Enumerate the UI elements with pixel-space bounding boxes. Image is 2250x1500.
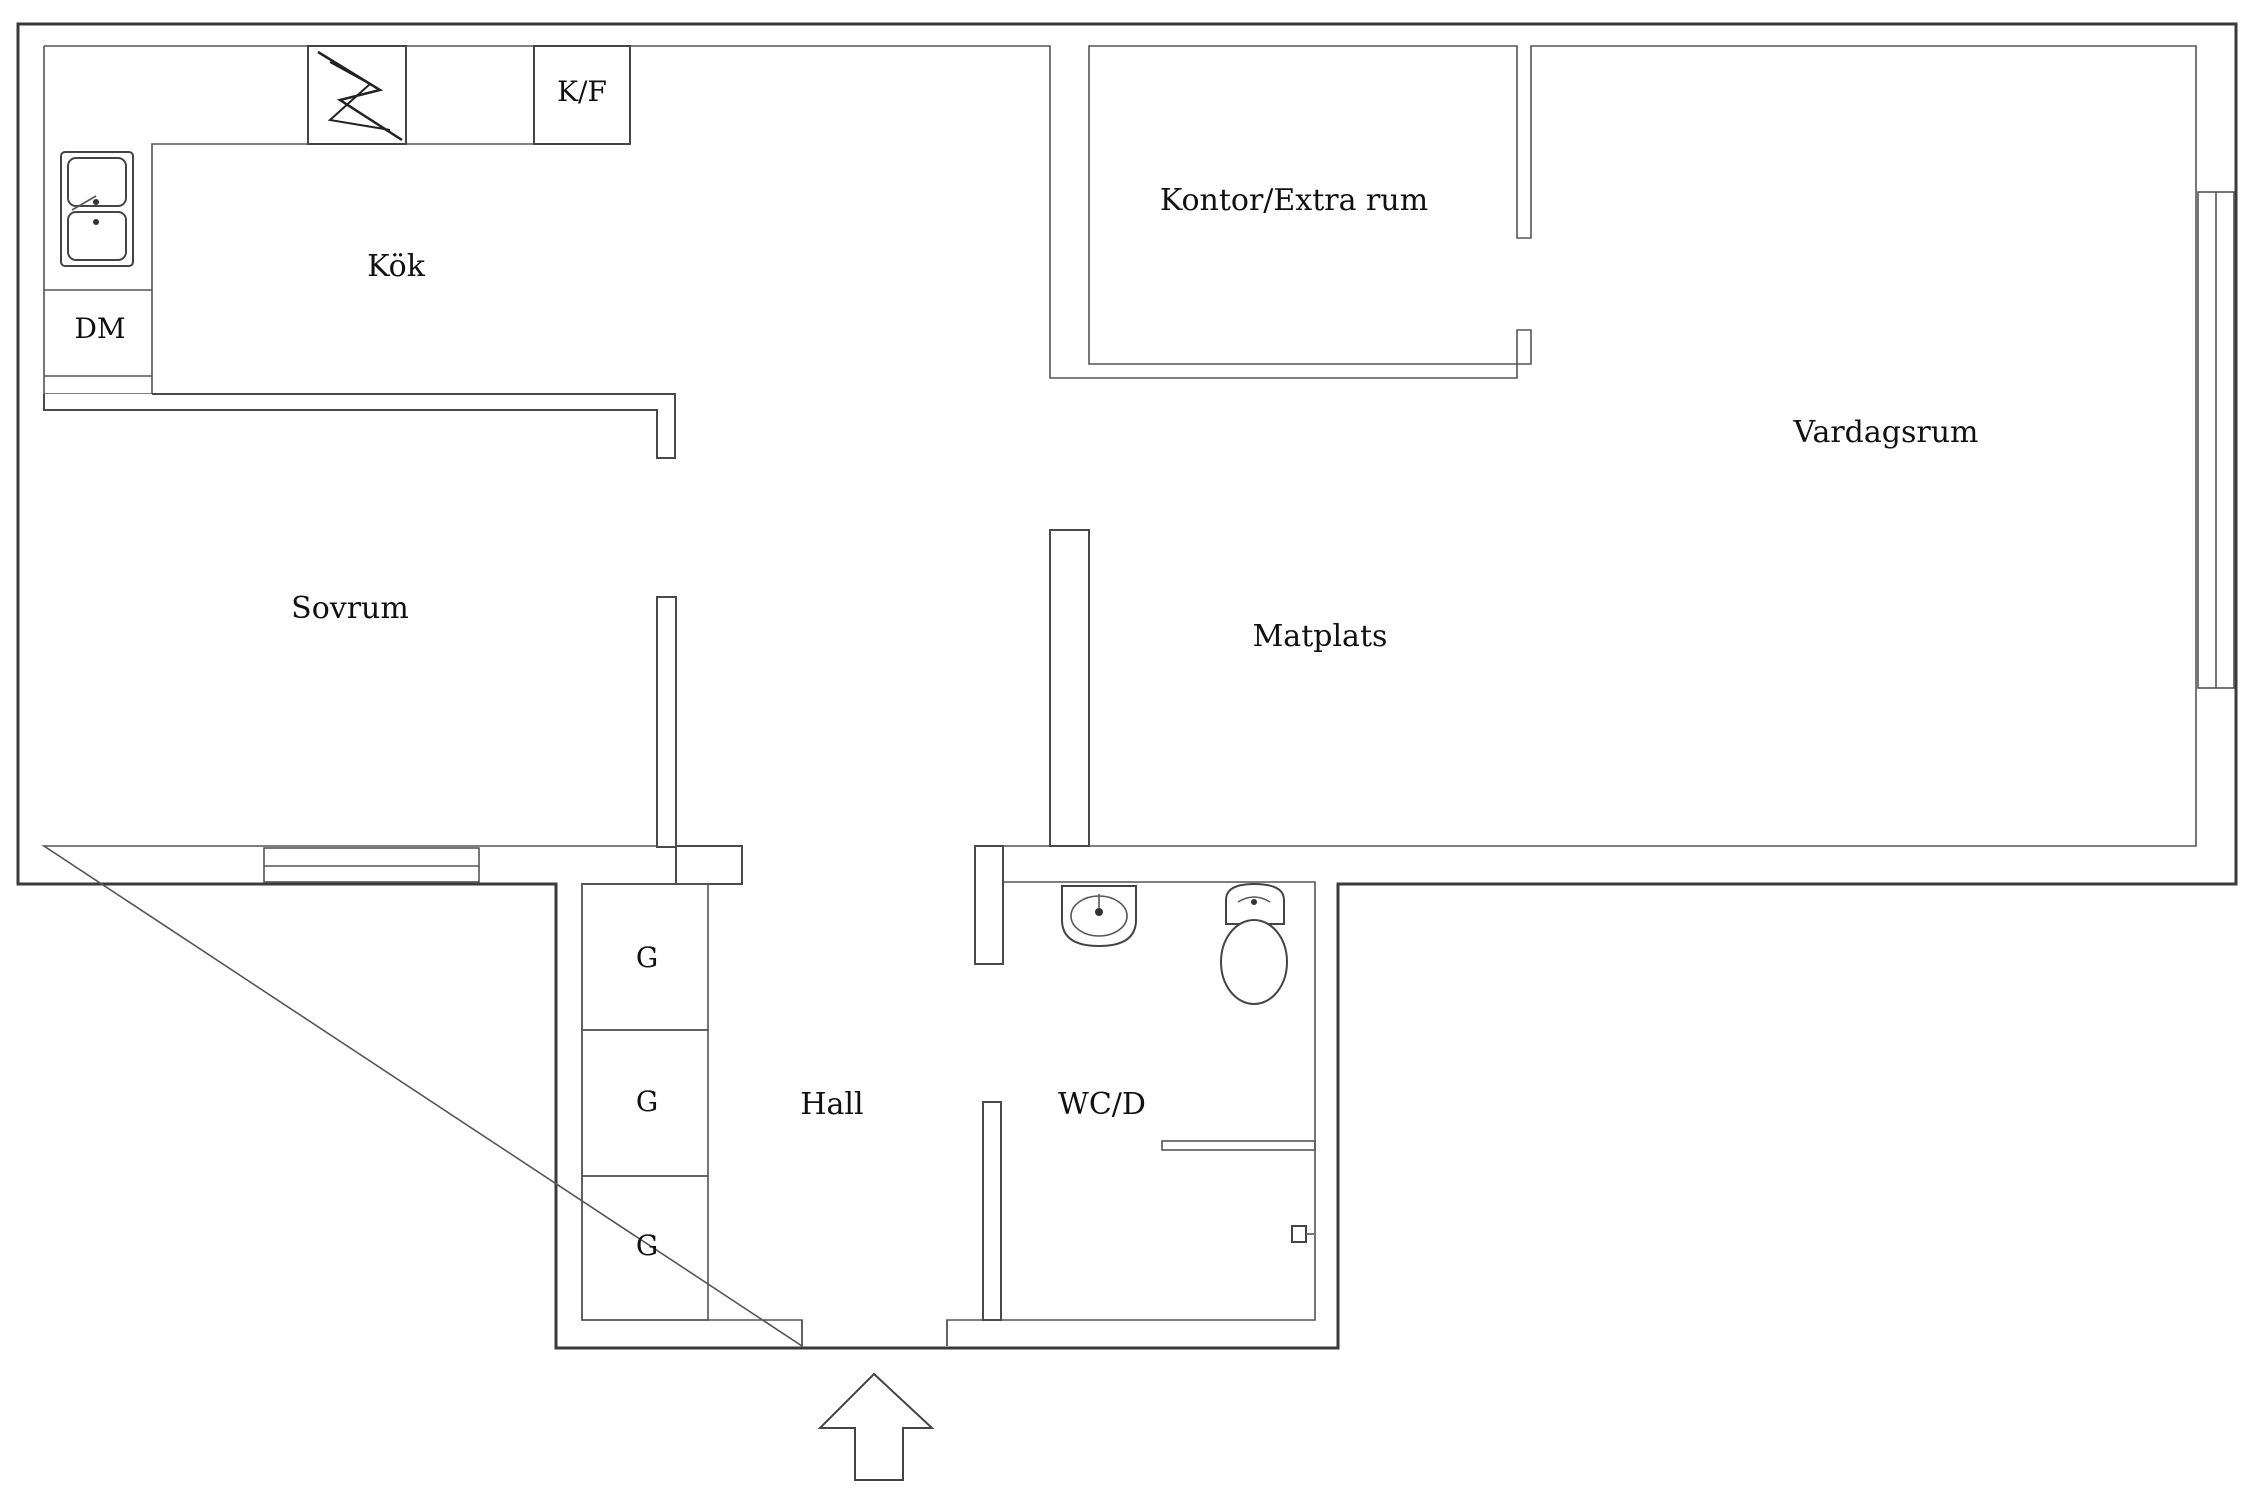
wardrobe-label-1: G (636, 941, 658, 974)
interior-outline (41, 45, 2197, 1348)
room-label-kontor: Kontor/Extra rum (1160, 183, 1428, 218)
room-label-vardagsrum: Vardagsrum (1793, 415, 1979, 450)
room-label-kok: Kök (367, 249, 426, 284)
shower-head-icon (1291, 1225, 1314, 1243)
entrance-arrow-icon (817, 1372, 935, 1481)
washbasin-icon (1061, 885, 1137, 948)
dining-wall-stub (1049, 529, 1090, 847)
hall-wall-left (582, 845, 743, 885)
room-label-hall: Hall (800, 1087, 863, 1122)
wardrobe-3 (581, 1175, 709, 1321)
room-label-sovrum: Sovrum (291, 591, 409, 626)
room-label-wc: WC/D (1058, 1087, 1146, 1122)
bedroom-window (263, 847, 480, 883)
stove-icon (307, 45, 407, 145)
wardrobe-label-2: G (636, 1085, 658, 1118)
fixture-label-kf: K/F (557, 75, 607, 108)
fridge-freezer (533, 45, 631, 145)
toilet-icon (1220, 882, 1288, 1005)
exterior-wall (16, 22, 2238, 1350)
bedroom-wall-stub (656, 596, 677, 848)
shower-partition (1161, 1140, 1316, 1151)
wardrobe-label-3: G (636, 1229, 658, 1262)
fixture-label-dm: DM (74, 312, 125, 345)
hall-bathroom-wall-bottom (982, 1101, 1002, 1321)
hall-bathroom-wall-top (974, 845, 1004, 965)
room-label-matplats: Matplats (1253, 619, 1388, 654)
kitchen-bedroom-wall (43, 393, 676, 459)
kitchen-sink-icon (60, 151, 134, 267)
